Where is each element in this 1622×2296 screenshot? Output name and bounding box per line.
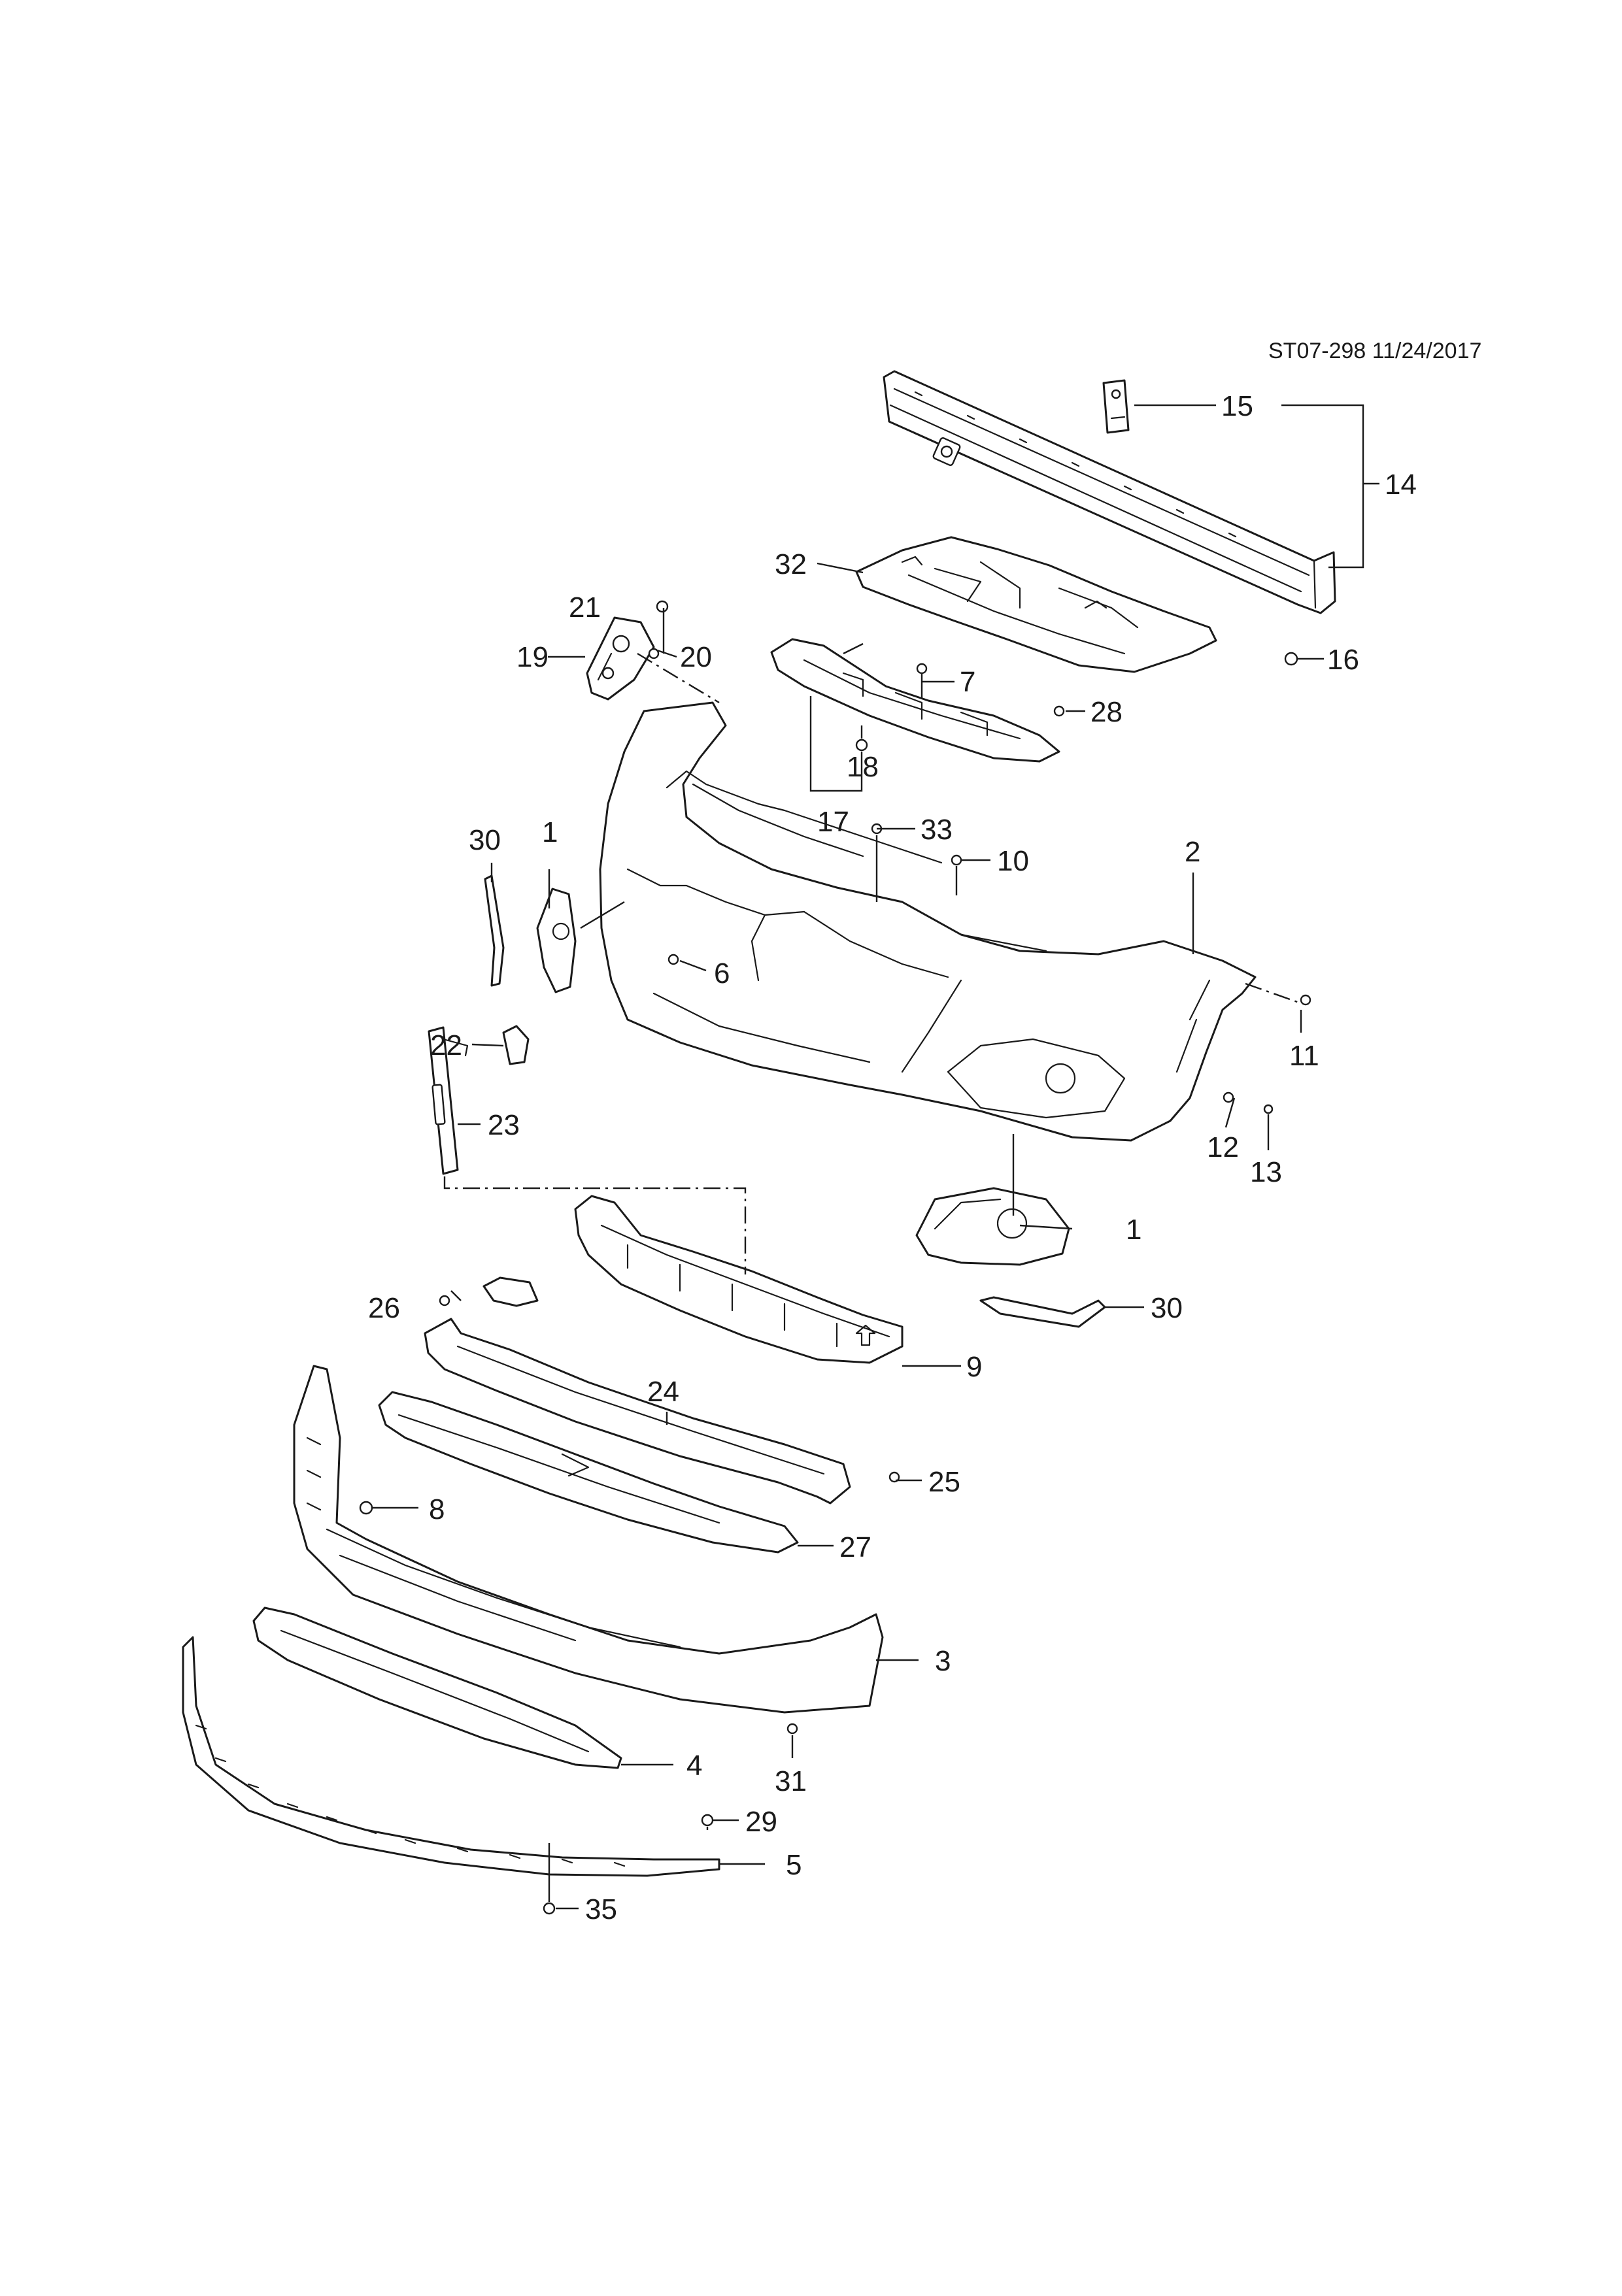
- callout-30-upper: 30: [469, 824, 501, 856]
- callout-35: 35: [585, 1893, 617, 1925]
- part-26-screw: [439, 1295, 450, 1306]
- part-22-tow-hook-cap: [502, 1025, 530, 1065]
- callout-32: 32: [775, 548, 807, 580]
- callout-1-lower: 1: [1126, 1214, 1141, 1246]
- callout-labels: 15 14 32 16 21 19 20 7 28 18 17 33 10 2 …: [368, 390, 1417, 1925]
- part-20-screw: [648, 648, 660, 659]
- leader-lines: [373, 404, 1379, 1910]
- part-5-lower-lip-molding: [182, 1636, 720, 1877]
- part-29-screw: [701, 1814, 714, 1827]
- callout-16: 16: [1327, 644, 1359, 676]
- part-27-lower-energy-absorber: [378, 1391, 799, 1554]
- callout-24: 24: [647, 1376, 679, 1408]
- part-4-skid-plate: [252, 1606, 622, 1769]
- part-30-bezel-trim-left: [484, 874, 505, 987]
- part-31-screw: [786, 1723, 798, 1735]
- callout-15: 15: [1221, 390, 1253, 422]
- callout-6: 6: [714, 957, 730, 990]
- callout-3: 3: [935, 1645, 951, 1677]
- callout-4: 4: [686, 1750, 702, 1782]
- callout-13: 13: [1250, 1156, 1282, 1188]
- part-3-lower-bumper-fascia: [293, 1365, 884, 1714]
- callout-30-lower: 30: [1151, 1292, 1183, 1324]
- alignment-line-11: [1245, 982, 1302, 1005]
- callout-18: 18: [847, 751, 879, 783]
- part-23-mounting-bracket: [428, 1026, 469, 1175]
- part-12-washer: [1223, 1091, 1234, 1103]
- callout-1-upper: 1: [542, 816, 558, 848]
- part-6-screw: [667, 954, 679, 965]
- part-1-fog-lamp-bezel-right: [915, 1187, 1070, 1266]
- callout-22: 22: [430, 1029, 462, 1061]
- callout-11: 11: [1289, 1040, 1319, 1072]
- callout-14: 14: [1385, 469, 1417, 501]
- part-18-clip: [855, 739, 868, 752]
- callout-10: 10: [997, 845, 1029, 877]
- part-28-screw: [1053, 705, 1065, 717]
- document-reference: ST07-298 11/24/2017: [1268, 339, 1481, 363]
- part-25-screw: [888, 1471, 900, 1483]
- callout-29: 29: [745, 1806, 777, 1838]
- callout-19: 19: [516, 641, 549, 673]
- callout-17: 17: [817, 806, 849, 838]
- part-14-bumper-reinforcement-beam: [883, 370, 1336, 614]
- part-26-bracket: [482, 1276, 539, 1307]
- callout-5: 5: [786, 1849, 802, 1881]
- part-24-lower-reinforcement: [424, 1318, 851, 1505]
- callout-27: 27: [839, 1531, 871, 1563]
- alignment-line-19: [637, 652, 720, 704]
- callout-33: 33: [921, 814, 953, 846]
- part-7-screw: [916, 663, 928, 674]
- callout-25: 25: [928, 1466, 960, 1498]
- callout-31: 31: [775, 1765, 807, 1797]
- callout-26: 26: [368, 1292, 400, 1324]
- alignment-line-23-to-9: [443, 1176, 747, 1274]
- part-19-side-bracket: [586, 616, 655, 701]
- part-15-beam-bracket: [1102, 379, 1130, 434]
- part-32-upper-air-deflector: [855, 536, 1217, 673]
- part-10-screw: [951, 854, 962, 866]
- part-13-screw: [1263, 1104, 1274, 1114]
- part-1-fog-lamp-bezel-left: [536, 888, 577, 993]
- callout-7: 7: [960, 666, 975, 698]
- part-21-clip: [656, 600, 669, 613]
- callout-9: 9: [966, 1351, 982, 1383]
- part-11-screw: [1300, 994, 1311, 1006]
- part-30-bezel-trim-right: [979, 1296, 1106, 1328]
- part-17-lower-air-deflector: [770, 638, 1060, 763]
- part-16-nut: [1284, 652, 1298, 666]
- callout-2: 2: [1185, 836, 1200, 868]
- callout-8: 8: [429, 1493, 445, 1525]
- callout-23: 23: [488, 1109, 520, 1141]
- callout-28: 28: [1090, 696, 1123, 728]
- callout-20: 20: [680, 641, 712, 673]
- part-9-energy-absorber: [574, 1195, 904, 1364]
- callout-12: 12: [1207, 1131, 1239, 1163]
- part-2-front-bumper-fascia: [599, 701, 1257, 1142]
- callout-21: 21: [569, 591, 601, 624]
- part-35-clip: [543, 1902, 556, 1915]
